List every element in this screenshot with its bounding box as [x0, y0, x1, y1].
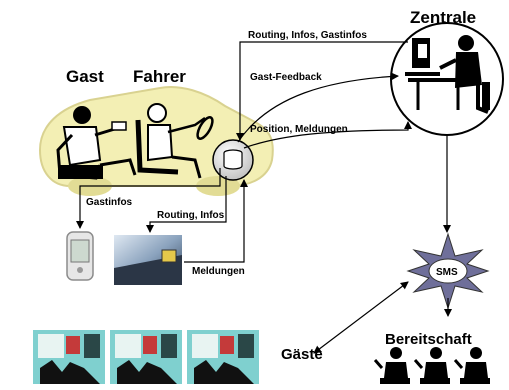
label-gaeste: Gäste — [281, 346, 323, 363]
standby-person-icon — [413, 347, 450, 384]
arrow-gast-feedback — [237, 72, 399, 143]
edge-label-routing-infos-gastinfos: Routing, Infos, Gastinfos — [248, 30, 367, 41]
arrow-routing-infos-gastinfos — [236, 41, 408, 141]
arrow-routing-infos — [146, 176, 227, 233]
pda-icon — [66, 231, 94, 281]
arrow-meldungen — [184, 179, 248, 263]
passenger-icon — [56, 106, 137, 180]
edge-label-position-meldungen: Position, Meldungen — [250, 124, 348, 135]
label-fahrer: Fahrer — [133, 67, 186, 86]
guest-screens — [33, 330, 259, 384]
label-gast: Gast — [66, 67, 104, 86]
onboard-unit-icon — [212, 139, 254, 181]
edge-label-routing-infos: Routing, Infos — [157, 210, 225, 221]
sms-star-icon — [406, 232, 490, 310]
label-bereitschaft: Bereitschaft — [385, 331, 472, 348]
operator-icon — [390, 22, 504, 136]
guest-screen-icon — [187, 330, 259, 384]
arrow-position-meldungen — [243, 121, 412, 149]
label-zentrale: Zentrale — [410, 8, 476, 27]
edge-label-gastinfos: Gastinfos — [86, 197, 133, 208]
standby-people — [373, 347, 490, 384]
edge-label-meldungen: Meldungen — [192, 266, 245, 277]
navigation-display-icon — [114, 235, 182, 285]
standby-person-icon — [453, 347, 490, 384]
driver-icon — [135, 103, 214, 179]
label-sms: SMS — [436, 267, 458, 278]
connection-arrows — [76, 41, 452, 354]
edge-label-gast-feedback: Gast-Feedback — [250, 72, 322, 83]
arrow-gastinfos — [76, 168, 221, 229]
guest-screen-icon — [33, 330, 105, 384]
guest-screen-icon — [110, 330, 182, 384]
arrow-gaeste-sms — [313, 281, 409, 354]
standby-person-icon — [373, 347, 410, 384]
